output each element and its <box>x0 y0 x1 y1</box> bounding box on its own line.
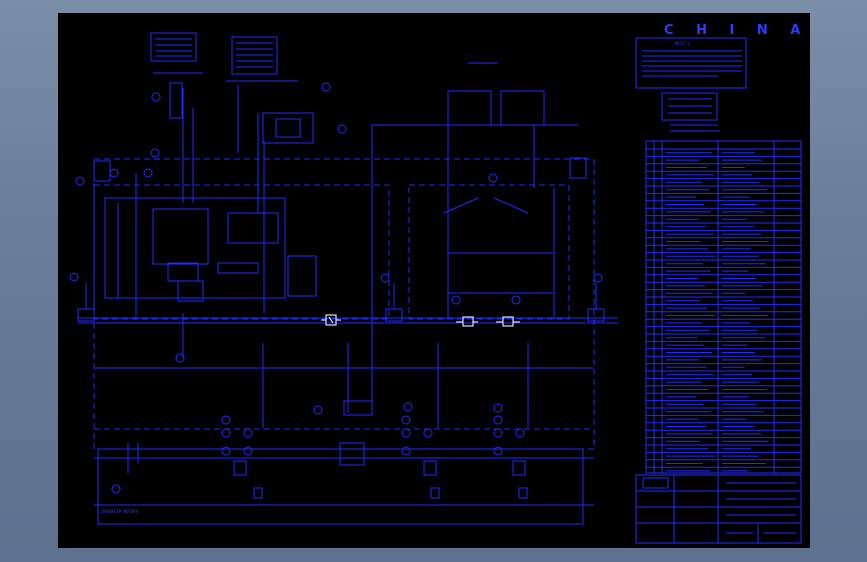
valve-symbol-icon <box>321 314 341 326</box>
legend-box <box>661 92 718 121</box>
left-subframe <box>93 184 390 320</box>
pump-group-1 <box>221 415 263 499</box>
drain-label: DRENAGEM MOTORA <box>102 509 139 514</box>
pump-group-3 <box>493 415 528 499</box>
schematic-canvas: C H I N A NOTA 1 <box>69 23 809 544</box>
drawing-sheet: C H I N A NOTA 1 <box>58 13 810 548</box>
check-valve-icon <box>456 316 520 327</box>
note-text-lines <box>642 50 742 77</box>
note-header: NOTA 1 <box>675 41 690 46</box>
item-balloons <box>69 82 603 494</box>
sheet-title: C H I N A <box>664 23 809 38</box>
parts-list-table <box>645 140 802 474</box>
pump-group-2 <box>401 415 440 499</box>
note-box <box>635 37 747 89</box>
info-box-mid <box>231 36 278 75</box>
right-subframe <box>408 184 570 320</box>
info-box-left <box>150 32 197 62</box>
title-block <box>635 474 802 544</box>
parts-list-rows <box>646 148 801 472</box>
